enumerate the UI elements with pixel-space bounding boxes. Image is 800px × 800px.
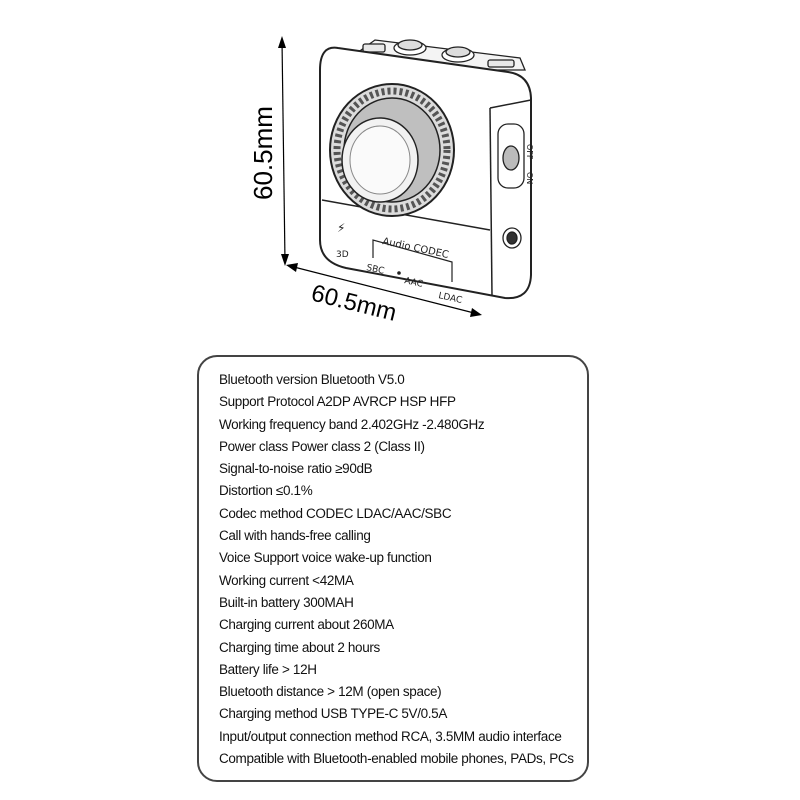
height-label: 60.5mm — [248, 106, 278, 200]
spec-io-connection: Input/output connection method RCA, 3.5M… — [219, 728, 562, 744]
spec-distortion: Distortion ≤0.1% — [219, 483, 313, 499]
spec-charging-time: Charging time about 2 hours — [219, 639, 380, 655]
spec-compatibility: Compatible with Bluetooth-enabled mobile… — [219, 751, 574, 767]
switch-off-label: OFF — [525, 144, 534, 160]
spec-power-class: Power class Power class 2 (Class II) — [219, 438, 425, 454]
spec-bluetooth-version: Bluetooth version Bluetooth V5.0 — [219, 372, 405, 387]
spec-charging-current: Charging current about 260MA — [219, 617, 394, 633]
width-label: 60.5mm — [309, 280, 400, 327]
switch-on-label: ON — [525, 172, 534, 184]
device-illustration: 60.5mm 60.5mm 31mm — [248, 36, 534, 327]
spec-hands-free: Call with hands-free calling — [219, 528, 371, 544]
spec-charging-method: Charging method USB TYPE-C 5V/0.5A — [219, 706, 447, 722]
spec-bluetooth-distance: Bluetooth distance > 12M (open space) — [219, 684, 442, 700]
spec-list: Bluetooth version Bluetooth V5.0 Support… — [219, 369, 587, 770]
spec-battery: Built-in battery 300MAH — [219, 594, 354, 610]
specifications-card: Bluetooth version Bluetooth V5.0 Support… — [197, 355, 589, 782]
volume-knob-icon — [329, 83, 455, 217]
mode-3d-label: 3D — [336, 250, 349, 260]
spec-support-protocol: Support Protocol A2DP AVRCP HSP HFP — [219, 394, 456, 410]
spec-working-current: Working current <42MA — [219, 572, 354, 588]
power-switch-icon — [502, 145, 520, 171]
codec-sbc-label: SBC — [365, 263, 385, 277]
spec-battery-life: Battery life > 12H — [219, 661, 317, 677]
codec-ldac-label: LDAC — [437, 291, 463, 306]
height-dimension: 60.5mm — [248, 36, 289, 266]
codec-aac-label: AAC — [403, 276, 423, 290]
side-panel: OFF ON — [497, 123, 534, 249]
charge-icon: ⚡ — [337, 221, 345, 235]
top-controls — [349, 39, 526, 71]
spec-codec-method: Codec method CODEC LDAC/AAC/SBC — [219, 505, 452, 521]
spec-signal-to-noise: Signal-to-noise ratio ≥90dB — [219, 461, 373, 477]
spec-voice-support: Voice Support voice wake-up function — [219, 550, 432, 566]
spec-frequency-band: Working frequency band 2.402GHz -2.480GH… — [219, 416, 485, 432]
